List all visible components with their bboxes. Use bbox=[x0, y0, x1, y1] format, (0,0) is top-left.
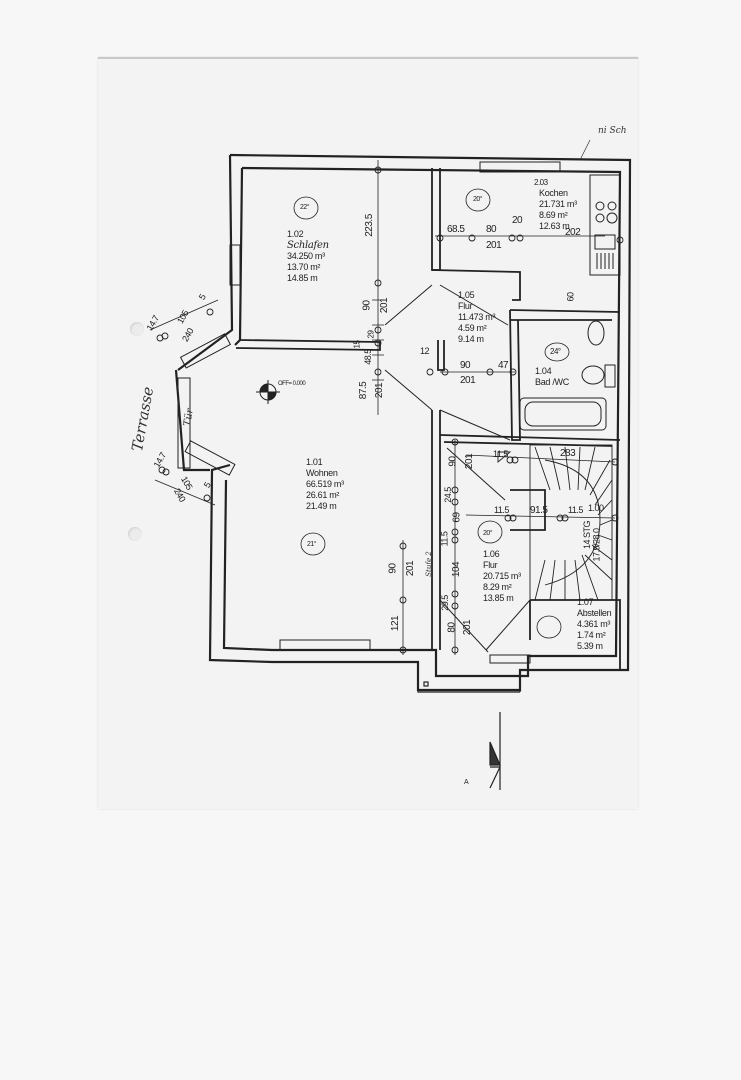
stairs-ratio: 17.5/28.0 bbox=[591, 528, 602, 562]
staircase bbox=[497, 444, 613, 601]
landing bbox=[417, 662, 521, 693]
interior-walls bbox=[235, 168, 621, 670]
room-label-bad: 1.04 Bad /WC bbox=[535, 366, 569, 387]
dim: 60 bbox=[565, 292, 576, 302]
dim: 201 bbox=[379, 297, 391, 314]
dim: 11.5 bbox=[493, 449, 508, 459]
dim: 201 bbox=[486, 240, 502, 251]
level-label: OFF= 0.000 bbox=[278, 381, 306, 387]
paper-sheet bbox=[98, 57, 638, 809]
room-label-flur-106: 1.06 Flur 20.715 m³ 8.29 m² 13.85 m bbox=[483, 549, 521, 603]
dim: 201 bbox=[460, 375, 476, 386]
stairs-width: 1.00 bbox=[588, 503, 604, 513]
temp-flur: 20° bbox=[483, 530, 493, 537]
counter-label: 2.03 bbox=[534, 178, 548, 187]
dim: 11.5 bbox=[494, 505, 509, 515]
section-marker-icon bbox=[489, 712, 501, 790]
room-label-kochen: Kochen 21.731 m³ 8.69 m² 12.63 m bbox=[539, 188, 577, 231]
corner-note: ni Sch bbox=[598, 126, 627, 136]
dim: 201 bbox=[464, 453, 476, 470]
dim: 91.5 bbox=[530, 505, 548, 516]
room-label-wohnen: 1.01 Wohnen 66.519 m³ 26.61 m² 21.49 m bbox=[306, 457, 344, 511]
section-label: A bbox=[464, 779, 469, 786]
dim: 80 bbox=[446, 622, 458, 633]
dim: 104 bbox=[451, 561, 463, 578]
temp-kochen: 20° bbox=[473, 196, 483, 203]
room-label-abstellen: 1.07 Abstellen 4.361 m³ 1.74 m² 5.39 m bbox=[577, 597, 612, 651]
dimension-lines bbox=[149, 160, 616, 655]
windows bbox=[177, 161, 561, 664]
stairs-count: 14 STG bbox=[582, 520, 593, 550]
dim: 24.5 bbox=[442, 487, 453, 503]
dim: 201 bbox=[405, 560, 417, 577]
temp-wohnen: 21° bbox=[307, 541, 317, 548]
dim: 48.5 bbox=[362, 349, 373, 365]
stair-note: Stufe 2 bbox=[424, 551, 433, 577]
room-label-schlafen: 1.02 Schlafen 34.250 m³ 13.70 m² 14.85 m bbox=[287, 229, 329, 283]
level-marker-icon bbox=[256, 380, 280, 404]
dim: 201 bbox=[374, 382, 386, 399]
dim: 87.5 bbox=[358, 381, 370, 400]
kitchen-fixtures bbox=[589, 174, 621, 276]
dim: 11.5 bbox=[568, 505, 583, 515]
dim: 15 bbox=[352, 340, 362, 349]
dim: 29 bbox=[366, 330, 376, 339]
dim: 12 bbox=[420, 346, 430, 356]
dim: 90 bbox=[361, 300, 373, 311]
pencil-mark bbox=[579, 139, 591, 161]
dim: 121 bbox=[390, 615, 402, 632]
dim-schlafen-height: 223.5 bbox=[363, 214, 375, 237]
dim: 202 bbox=[565, 227, 581, 238]
dim: 68.5 bbox=[447, 224, 465, 235]
temperature-markers bbox=[293, 188, 570, 639]
room-label-flur-105: 1.05 Flur 11.473 m³ 4.59 m² 9.14 m bbox=[458, 290, 496, 344]
dim: 90 bbox=[447, 456, 459, 467]
dim: 20 bbox=[512, 215, 523, 226]
dim: 11.5 bbox=[439, 531, 450, 547]
dim: 29.5 bbox=[439, 595, 450, 611]
dim: 90 bbox=[387, 563, 399, 574]
temp-schlafen: 22° bbox=[300, 204, 310, 211]
dim: 69 bbox=[451, 512, 463, 523]
dimension-markers bbox=[156, 166, 624, 654]
punch-hole bbox=[128, 527, 142, 541]
dim: 201 bbox=[462, 619, 474, 636]
diagonal-walls bbox=[384, 284, 531, 653]
dim: 283 bbox=[560, 448, 576, 459]
dim: 90 bbox=[460, 360, 471, 371]
temp-bad: 24° bbox=[550, 347, 561, 356]
dim: 47 bbox=[498, 360, 509, 371]
bathroom-fixtures bbox=[519, 320, 616, 431]
punch-hole bbox=[130, 322, 144, 336]
dim: 80 bbox=[486, 224, 497, 235]
